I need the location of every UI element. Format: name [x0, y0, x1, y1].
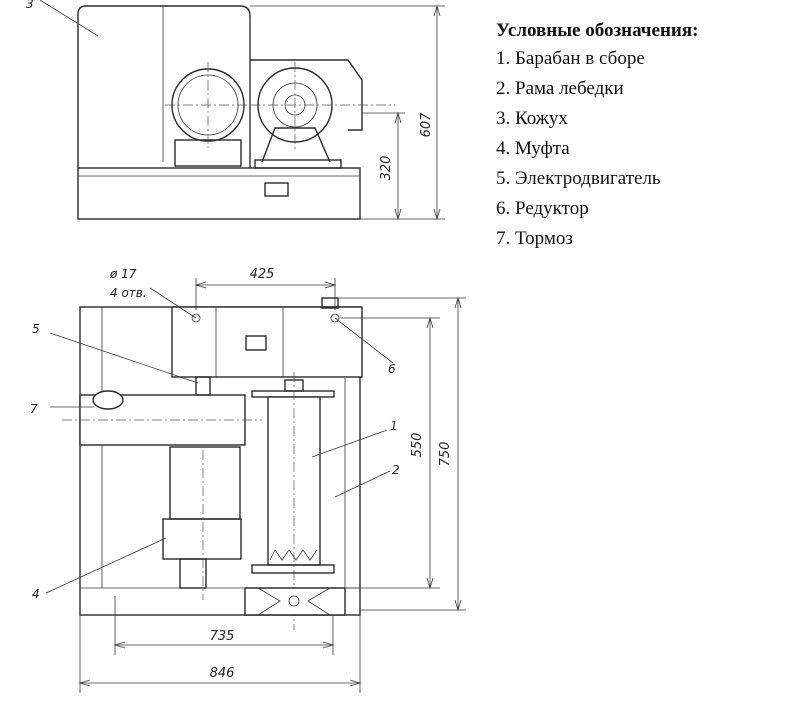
- brake: [92, 390, 124, 410]
- legend-item-motor: 5. Электродвигатель: [496, 168, 661, 189]
- callout-1: 1: [390, 419, 398, 433]
- callout-2: 2: [392, 463, 400, 477]
- legend-title: Условные обозначения:: [496, 20, 699, 41]
- reducer: [171, 306, 363, 378]
- callout-5: 5: [32, 322, 40, 336]
- legend-item-drum: 1. Барабан в сборе: [496, 48, 645, 69]
- dim-735: 735: [210, 629, 235, 644]
- callout-4: 4: [32, 587, 40, 601]
- top-view: 3 607 320: [26, 0, 445, 221]
- base-frame: [77, 167, 361, 220]
- hole-note-diameter: ø 17: [109, 267, 137, 281]
- legend-item-brake: 7. Тормоз: [496, 228, 573, 249]
- dim-750: 750: [438, 442, 453, 467]
- dim-550: 550: [410, 433, 425, 458]
- motor: [169, 446, 241, 520]
- base-gear: [244, 587, 346, 616]
- callout-3: 3: [26, 0, 34, 11]
- dim-607: 607: [419, 112, 434, 138]
- legend: Условные обозначения: 1. Барабан в сборе…: [496, 20, 698, 254]
- legend-item-reducer: 6. Редуктор: [496, 198, 589, 219]
- base-slot: [264, 182, 289, 197]
- legend-item-coupling: 4. Муфта: [496, 138, 570, 159]
- dim-846: 846: [210, 666, 235, 681]
- dim-425: 425: [250, 267, 275, 282]
- legend-item-cover: 3. Кожух: [496, 108, 568, 129]
- front-view: 5 7 4 1 2 6 ø 17 4 отв. 425 550 750: [30, 267, 466, 693]
- drum-flange-bottom: [251, 564, 335, 574]
- callout-6: 6: [388, 362, 396, 376]
- drum-flange-top: [251, 390, 335, 398]
- callout-7: 7: [30, 402, 38, 416]
- legend-item-frame: 2. Рама лебедки: [496, 78, 624, 99]
- dim-320: 320: [379, 156, 394, 181]
- hole-note-count: 4 отв.: [110, 286, 147, 300]
